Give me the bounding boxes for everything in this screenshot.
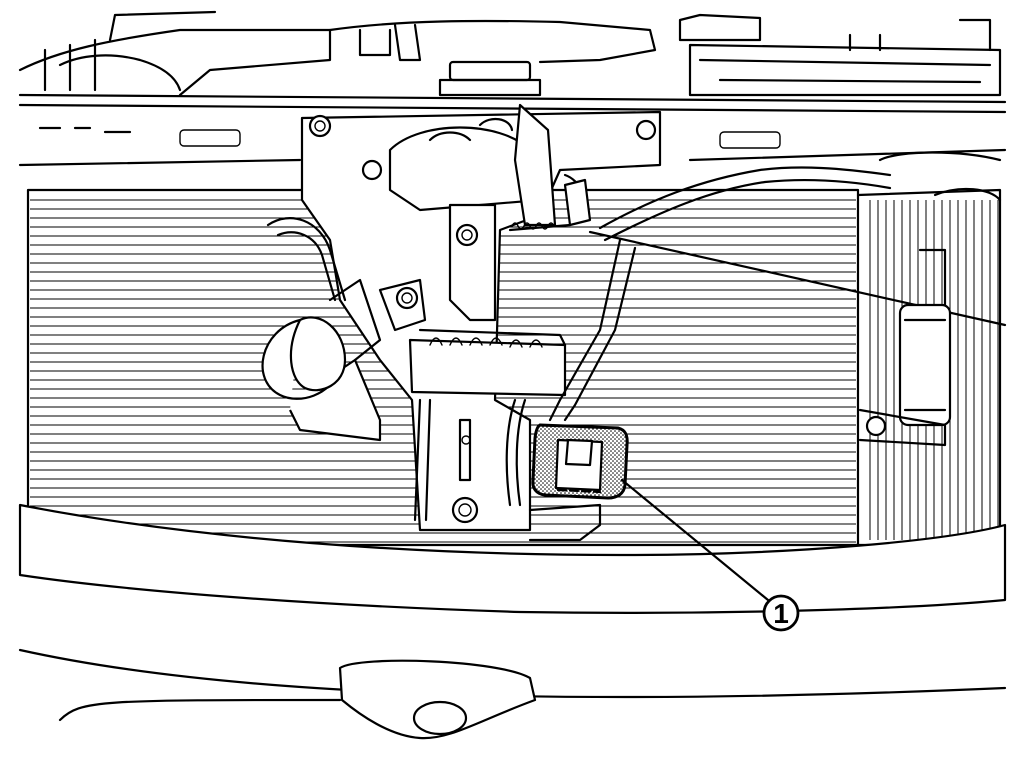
callout-1-circle (762, 594, 800, 632)
relay-connector-block (408, 328, 567, 397)
callout-1-number: 1 (773, 598, 789, 629)
front-bumper-fascia (18, 503, 1007, 740)
part-1-component (531, 423, 629, 500)
hood-latch-assembly (300, 103, 662, 532)
callout-1: 1 (620, 478, 800, 632)
horn (261, 278, 427, 442)
engine-top-components (18, 10, 1002, 97)
callout-1-leader (620, 478, 770, 602)
upper-radiator-support (18, 93, 1007, 167)
receiver-drier (858, 187, 1002, 447)
